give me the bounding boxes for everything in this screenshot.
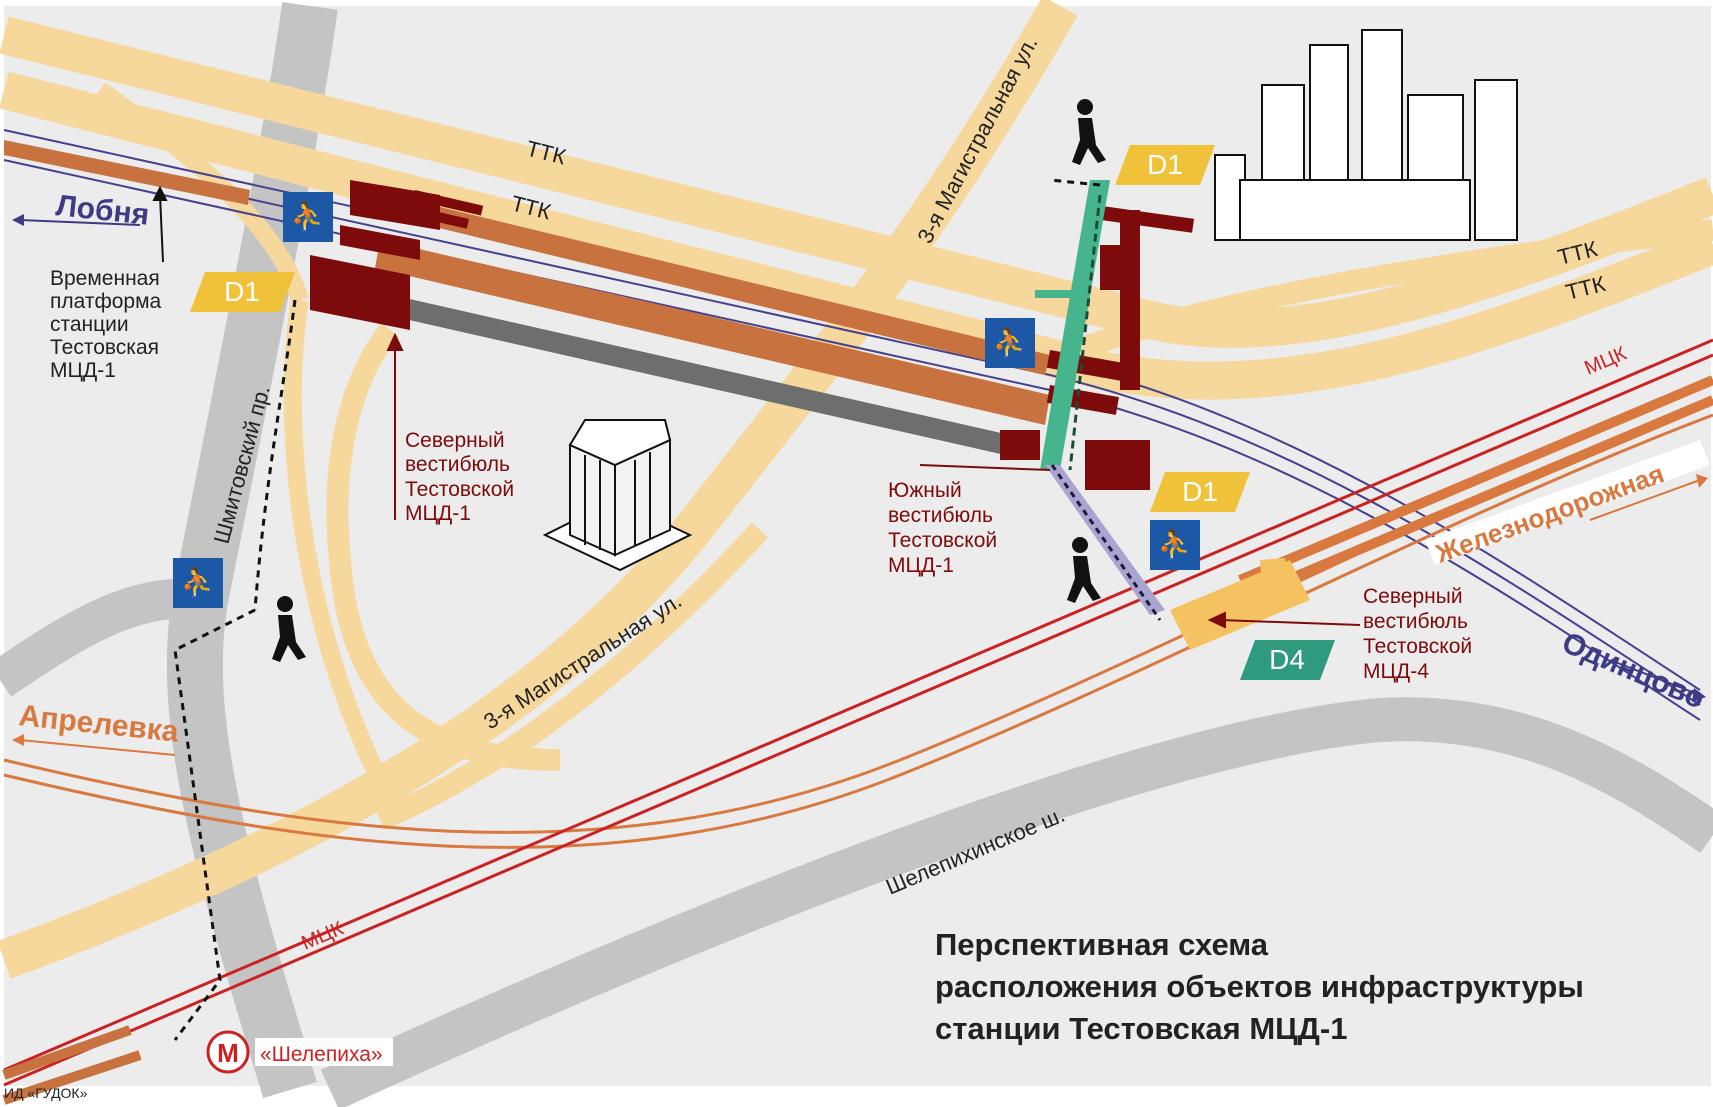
- svg-text:МЦД-1: МЦД-1: [405, 502, 471, 525]
- platform-2: [375, 240, 1050, 425]
- svg-text:вестибюль: вестибюль: [888, 504, 993, 527]
- d1-badge-label: D1: [1147, 149, 1183, 180]
- svg-text:Тестовской: Тестовской: [405, 478, 514, 501]
- svg-text:Южный: Южный: [888, 479, 962, 502]
- d1-badge-top: D1: [1115, 145, 1215, 185]
- shelepikhinskoe-highway: [320, 697, 1713, 1107]
- map-title: Перспективная схема расположения объекто…: [935, 927, 1584, 1046]
- north-vestibule-d4-label: Северный вестибюль Тестовской МЦД-4: [1363, 585, 1472, 683]
- stairs-pedestrian-icon: ⛹: [1150, 520, 1200, 570]
- svg-text:МЦД-1: МЦД-1: [50, 359, 116, 382]
- metro-station-label: «Шелепиха»: [260, 1043, 383, 1066]
- temp-platform-label: Временная платформа станции Тестовская М…: [50, 267, 162, 382]
- metro-station-label-bg: [255, 1038, 393, 1066]
- svg-text:МЦД-4: МЦД-4: [1363, 660, 1429, 683]
- pointer-arrows: [386, 332, 1361, 629]
- d1-badge-label: D1: [1182, 476, 1218, 507]
- svg-text:Тестовской: Тестовской: [888, 529, 997, 552]
- svg-text:вестибюль: вестибюль: [405, 453, 510, 476]
- mck-railway: [3, 338, 1713, 1087]
- zheleznodorozhnaya-railway: [3, 375, 1713, 849]
- svg-text:станции Тестовская МЦД-1: станции Тестовская МЦД-1: [935, 1011, 1347, 1046]
- platform-3: [365, 290, 1010, 455]
- svg-text:М: М: [217, 1038, 239, 1068]
- north-vestibule-d1-label: Северный вестибюль Тестовской МЦД-1: [405, 429, 514, 525]
- south-vestibule-d1: [1000, 180, 1195, 490]
- platforms: [4, 140, 1050, 455]
- svg-text:платформа: платформа: [50, 290, 162, 313]
- platform-1: [365, 190, 1050, 375]
- d1-badge-label: D1: [224, 276, 260, 307]
- stairs-pedestrian-icon: ⛹: [985, 318, 1035, 368]
- d4-badge-label: D4: [1269, 644, 1305, 675]
- svg-text:вестибюль: вестибюль: [1363, 610, 1468, 633]
- walking-person-icon: [1067, 537, 1101, 603]
- svg-text:Перспективная схема: Перспективная схема: [935, 927, 1269, 962]
- temporary-platform: [4, 140, 250, 205]
- north-vestibule-d1: [310, 180, 484, 330]
- north-vestibule-d4: [1170, 558, 1310, 650]
- moscow-city-skyscraper-icon: [1214, 29, 1518, 241]
- svg-text:⛹: ⛹: [291, 199, 326, 233]
- walking-person-icon: [272, 596, 306, 662]
- bottom-left-tracks: [2, 1025, 142, 1105]
- svg-text:Северный: Северный: [1363, 585, 1463, 608]
- office-building-icon: [542, 419, 693, 572]
- credit-label: ИД «ГУДОК»: [4, 1085, 88, 1101]
- svg-text:Северный: Северный: [405, 429, 505, 452]
- south-vestibule-d1-label: Южный вестибюль Тестовской МЦД-1: [888, 479, 997, 577]
- ttk-roads: [0, 16, 1713, 400]
- svg-text:расположения объектов инфрастр: расположения объектов инфраструктуры: [935, 969, 1584, 1004]
- svg-text:МЦД-1: МЦД-1: [888, 554, 954, 577]
- temp-platform-arrow: [152, 185, 168, 263]
- svg-text:Тестовской: Тестовской: [1363, 635, 1472, 658]
- pedestrian-paths: [173, 178, 1101, 1041]
- walking-person-icon: [1072, 99, 1106, 165]
- svg-text:⛹: ⛹: [181, 565, 216, 599]
- d1-badge-south: D1: [1150, 472, 1250, 512]
- svg-text:Временная: Временная: [50, 267, 160, 290]
- metro-logo-icon: М: [206, 1030, 250, 1074]
- d1-badge-north: D1: [190, 272, 295, 312]
- svg-text:⛹: ⛹: [993, 325, 1028, 359]
- direction-arrows: [12, 214, 1708, 756]
- svg-text:станции: станции: [50, 313, 129, 336]
- svg-text:⛹: ⛹: [1158, 527, 1193, 561]
- d4-badge: D4: [1240, 640, 1335, 680]
- stairs-pedestrian-icon: ⛹: [173, 558, 223, 608]
- d4-walkway: [1045, 464, 1165, 621]
- svg-text:Тестовская: Тестовская: [50, 336, 159, 359]
- stairs-pedestrian-icon: ⛹: [283, 192, 333, 242]
